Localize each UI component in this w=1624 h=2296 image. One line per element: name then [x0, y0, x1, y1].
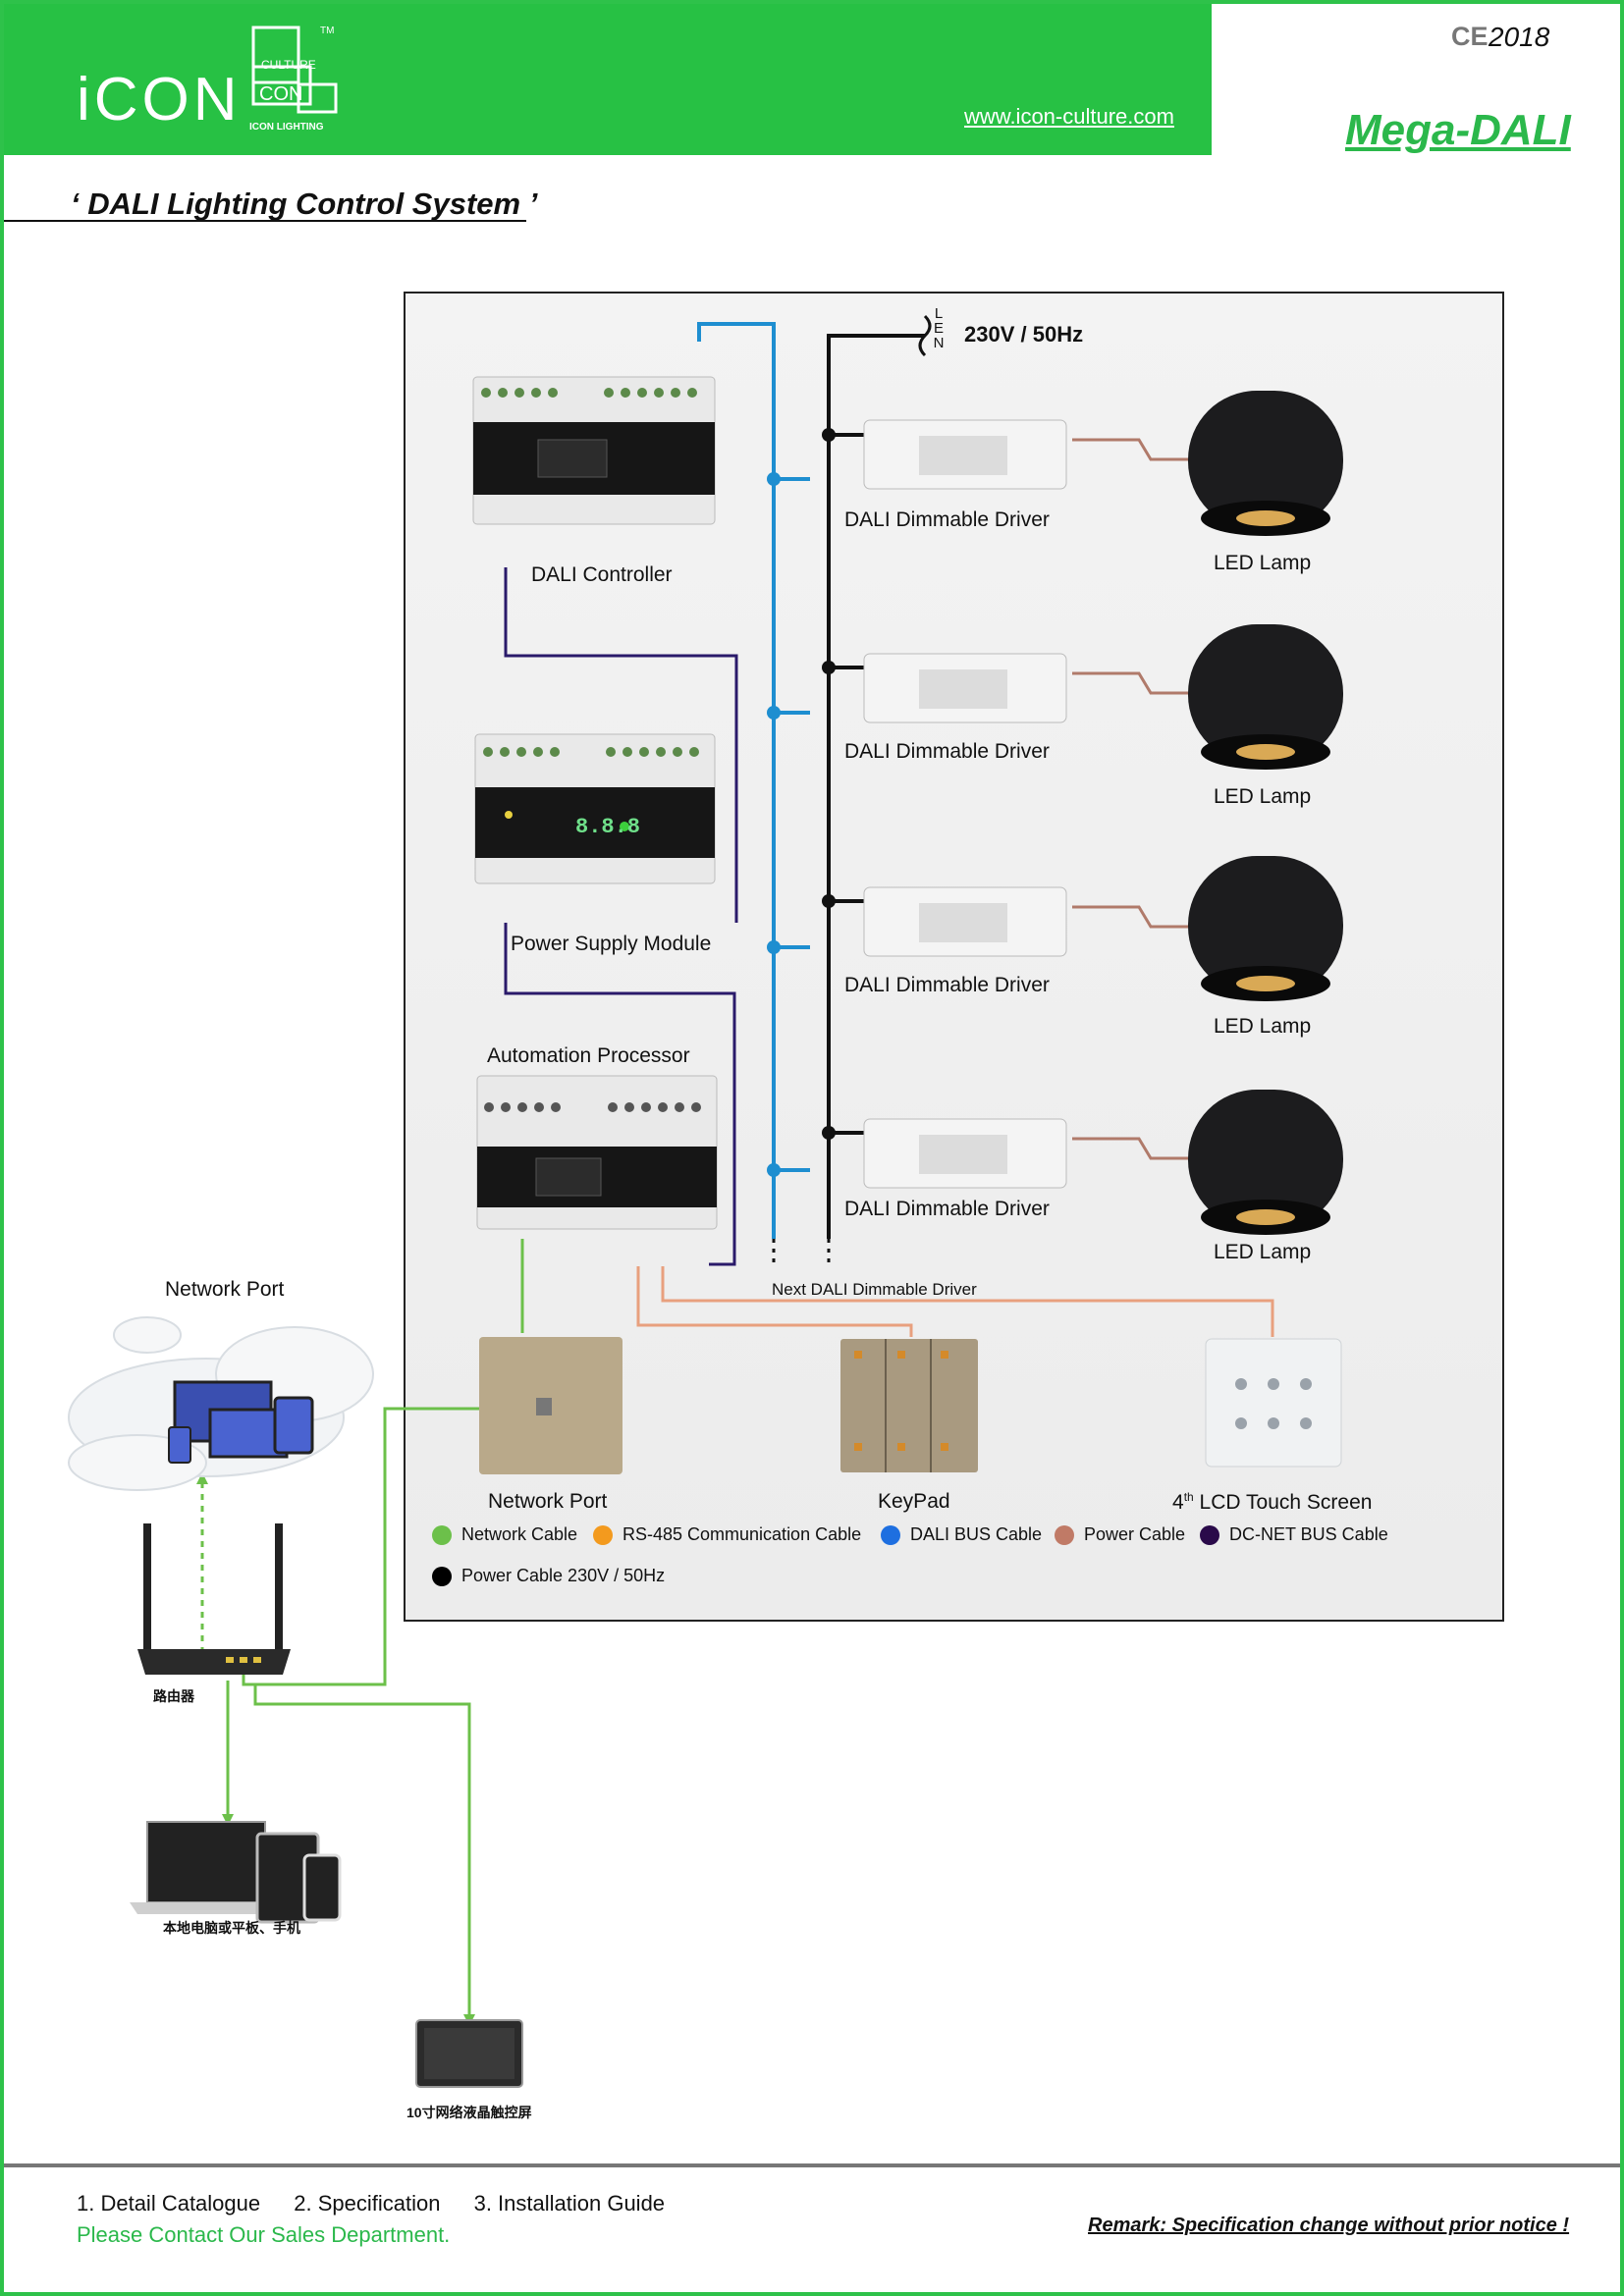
rs485-cables: [636, 1266, 1274, 1337]
logo-culture-text: CULTURE: [261, 58, 316, 72]
arrow-to-local-devices: [222, 1814, 234, 1826]
driver-label: DALI Dimmable Driver: [844, 740, 1050, 763]
legend-rs485-cable: RS-485 Communication Cable: [593, 1524, 861, 1546]
lamp-label: LED Lamp: [1214, 1241, 1312, 1263]
legend-mains-cable: Power Cable 230V / 50Hz: [432, 1566, 665, 1587]
legend-dali-bus-cable: DALI BUS Cable: [881, 1524, 1042, 1546]
touch-screen-label: 4th LCD Touch Screen: [1172, 1490, 1373, 1514]
lamp-power-cables: [1072, 438, 1188, 1160]
network-cables: [226, 1239, 552, 2014]
psu-display-readout: 8.8.8: [575, 815, 640, 839]
network-port-label: Network Port: [488, 1490, 608, 1513]
wall-panel-label: 10寸网络液晶触控屏: [406, 2105, 532, 2120]
cloud-network-port-label: Network Port: [165, 1278, 285, 1301]
legend-dot: [593, 1525, 613, 1546]
product-title: Mega-DALI: [1345, 106, 1571, 154]
keypad-device: [840, 1339, 978, 1472]
section-title: ‘ DALI Lighting Control System ’: [71, 187, 538, 221]
mains-junctions: [822, 428, 836, 1140]
section-title-underline: [4, 220, 526, 222]
trademark-text: TM: [320, 26, 334, 36]
brand-logo-text: iCON: [77, 66, 242, 133]
next-driver-label: Next DALI Dimmable Driver: [772, 1280, 977, 1299]
driver-label: DALI Dimmable Driver: [844, 1198, 1050, 1220]
automation-processor-label: Automation Processor: [487, 1044, 690, 1067]
power-supply-device: 8.8.8: [474, 733, 716, 884]
local-devices-label: 本地电脑或平板、手机: [163, 1920, 300, 1936]
header-band: [0, 0, 1212, 155]
legend-dot: [1200, 1525, 1219, 1546]
footer-divider: [4, 2163, 1620, 2167]
footer-link-catalogue[interactable]: 1. Detail Catalogue: [77, 2191, 261, 2216]
legend-dcnet-bus-cable: DC-NET BUS Cable: [1200, 1524, 1388, 1546]
power-supply-label: Power Supply Module: [511, 933, 712, 955]
network-port-plate: [479, 1337, 623, 1474]
local-devices-icon: [130, 1821, 342, 1924]
dali-bus-junctions: [767, 472, 781, 1177]
automation-processor-device: [476, 1075, 718, 1230]
mains-symbol-icon: [918, 314, 932, 357]
website-link[interactable]: www.icon-culture.com: [964, 104, 1174, 129]
footer-contact-text: Please Contact Our Sales Department.: [77, 2222, 451, 2247]
driver-label: DALI Dimmable Driver: [844, 508, 1050, 531]
driver-boxes: [863, 419, 1067, 1189]
keypad-label: KeyPad: [878, 1490, 950, 1513]
legend-power-cable: Power Cable: [1055, 1524, 1185, 1546]
driver-labels-patches: [919, 436, 1007, 1174]
footer-link-specification[interactable]: 2. Specification: [294, 2191, 441, 2216]
cloud-devices-icon: [68, 1316, 374, 1491]
legend-network-cable: Network Cable: [432, 1524, 577, 1546]
logo-con-text: CON: [259, 83, 302, 105]
footer-remark-text: Remark: Specification change without pri…: [1088, 2215, 1570, 2236]
legend-dot: [881, 1525, 900, 1546]
lamp-label: LED Lamp: [1214, 552, 1312, 574]
footer-document-list: 1. Detail Catalogue 2. Specification 3. …: [77, 2191, 692, 2216]
legend-dot: [432, 1525, 452, 1546]
catalogue-year: 2018: [1489, 22, 1550, 52]
dali-controller-label: DALI Controller: [531, 563, 673, 586]
driver-label: DALI Dimmable Driver: [844, 974, 1050, 996]
lamp-label: LED Lamp: [1214, 785, 1312, 808]
lamp-label: LED Lamp: [1214, 1015, 1312, 1038]
dali-controller-device: [472, 376, 716, 525]
router-icon: [137, 1523, 291, 1675]
router-label: 路由器: [153, 1688, 194, 1704]
ce-mark-icon: CE: [1451, 22, 1489, 51]
legend-dot: [1055, 1525, 1074, 1546]
logo-lighting-text: ICON LIGHTING: [249, 122, 324, 132]
footer-link-installation[interactable]: 3. Installation Guide: [473, 2191, 666, 2216]
lcd-touch-screen-device: [1205, 1338, 1342, 1468]
wall-touch-panel-icon: [415, 2019, 523, 2088]
dcnet-bus-cable: [504, 567, 738, 1266]
icon-culture-logo: CULTURE CON ICON LIGHTING TM: [249, 26, 338, 132]
legend-dot: [432, 1567, 452, 1587]
mains-voltage-label: 230V / 50Hz: [964, 322, 1084, 347]
arrow-to-cloud: [196, 1472, 208, 1484]
led-lamp-icons: [1188, 391, 1343, 1235]
